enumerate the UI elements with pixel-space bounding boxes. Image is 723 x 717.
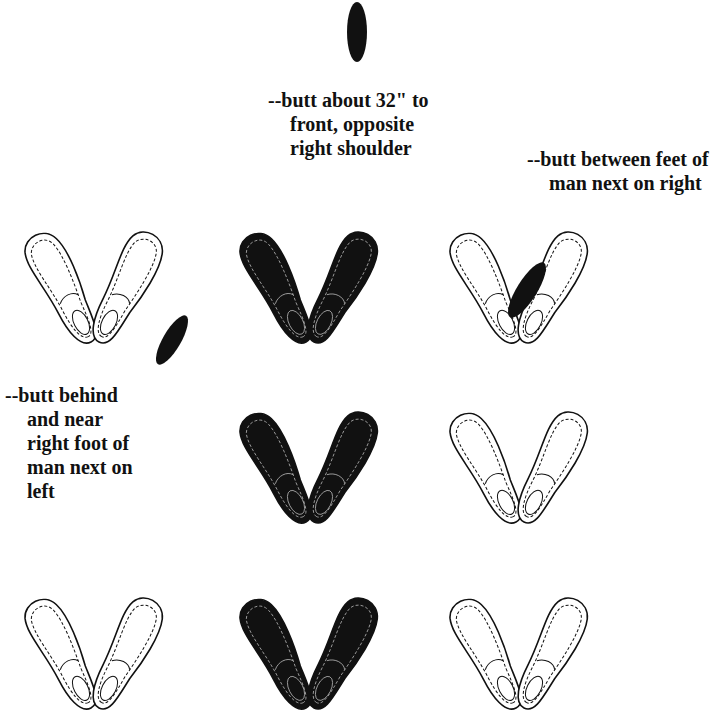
callout-note: --butt about 32" to front, opposite righ…	[268, 88, 450, 160]
callout-note: --butt between feet of man next on right	[527, 147, 719, 195]
callout-note: --butt behind and near right foot of man…	[5, 383, 145, 503]
